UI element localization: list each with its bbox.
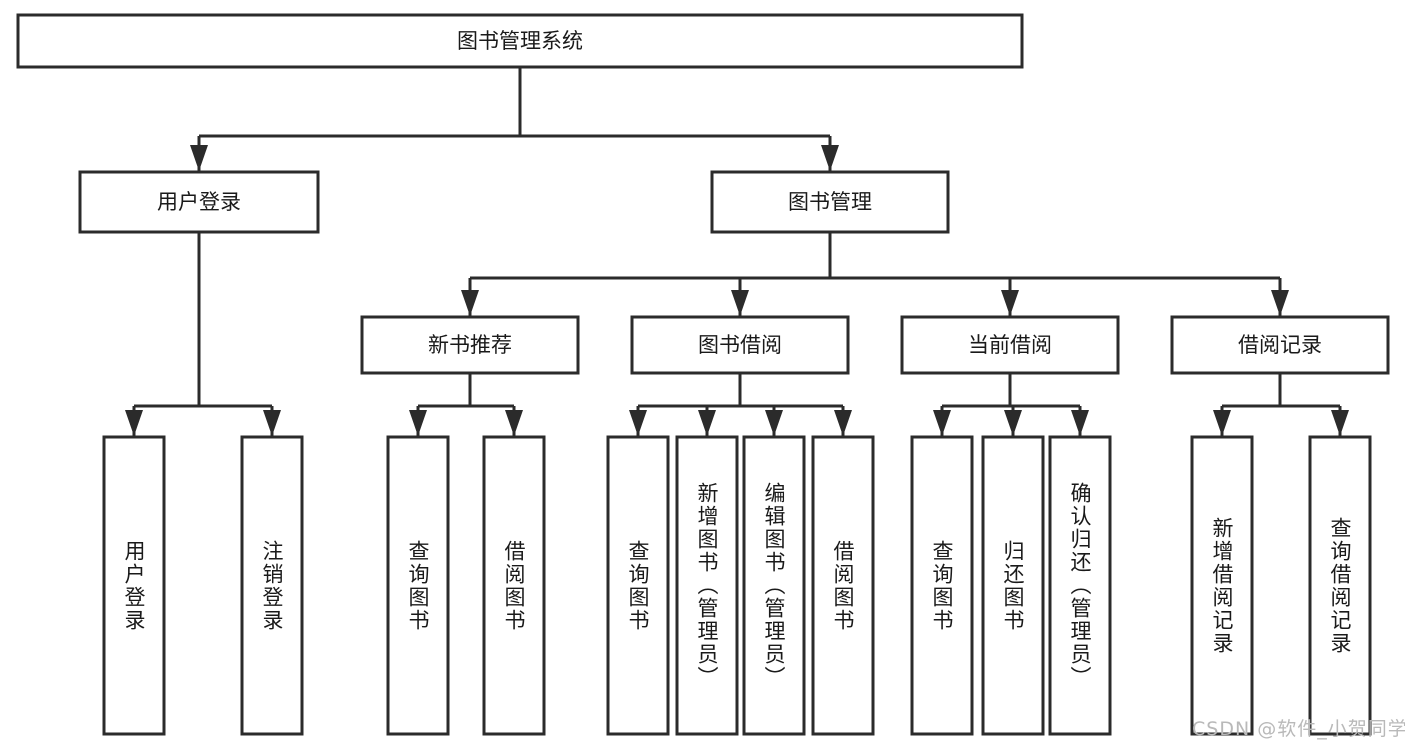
arrow-head-icon: [461, 290, 479, 316]
node-leaf-borrow-book-2[interactable]: [811, 435, 875, 736]
node-borrow-record[interactable]: [1170, 315, 1390, 375]
arrow-head-icon: [1331, 410, 1349, 436]
arrow-head-icon: [765, 410, 783, 436]
arrow-head-icon: [190, 145, 208, 171]
node-label-borrow-record: 借阅记录: [1238, 333, 1322, 357]
node-user-login[interactable]: [78, 170, 320, 234]
box-layer: [16, 13, 1390, 736]
arrow-head-icon: [731, 290, 749, 316]
arrow-head-icon: [1001, 290, 1019, 316]
node-leaf-query-book-3[interactable]: [910, 435, 974, 736]
node-book-borrow[interactable]: [630, 315, 850, 375]
arrow-head-icon: [629, 410, 647, 436]
node-leaf-query-book-2[interactable]: [606, 435, 670, 736]
node-leaf-borrow-book-1[interactable]: [482, 435, 546, 736]
node-book-manage[interactable]: [710, 170, 950, 234]
node-label-book-borrow: 图书借阅: [698, 333, 782, 357]
arrow-head-icon: [1213, 410, 1231, 436]
node-leaf-confirm-return[interactable]: [1048, 435, 1112, 736]
arrow-head-icon: [698, 410, 716, 436]
node-label-new-book-rec: 新书推荐: [428, 333, 512, 357]
arrow-head-icon: [933, 410, 951, 436]
node-leaf-add-record[interactable]: [1190, 435, 1254, 736]
node-label-current-borrow: 当前借阅: [968, 333, 1052, 357]
node-leaf-query-book-1[interactable]: [386, 435, 450, 736]
arrow-head-icon: [821, 145, 839, 171]
node-new-book-rec[interactable]: [360, 315, 580, 375]
node-label-user-login: 用户登录: [157, 190, 241, 214]
node-leaf-return-book[interactable]: [981, 435, 1045, 736]
node-leaf-add-book[interactable]: [675, 435, 739, 736]
arrow-head-icon: [409, 410, 427, 436]
node-leaf-user-login[interactable]: [102, 435, 166, 736]
arrow-head-icon: [1271, 290, 1289, 316]
arrow-head-icon: [834, 410, 852, 436]
node-label-book-manage: 图书管理: [788, 190, 872, 214]
arrow-head-icon: [263, 410, 281, 436]
arrow-head-icon: [1071, 410, 1089, 436]
arrow-head-icon: [1004, 410, 1022, 436]
connector-layer: [125, 67, 1349, 436]
node-current-borrow[interactable]: [900, 315, 1120, 375]
node-leaf-query-record[interactable]: [1308, 435, 1372, 736]
node-leaf-edit-book[interactable]: [742, 435, 806, 736]
arrow-head-icon: [505, 410, 523, 436]
csdn-watermark: CSDN @软件_小贺同学: [1192, 718, 1405, 740]
node-leaf-logout[interactable]: [240, 435, 304, 736]
arrow-head-icon: [125, 410, 143, 436]
node-label-root: 图书管理系统: [457, 29, 583, 53]
node-root[interactable]: [16, 13, 1024, 69]
